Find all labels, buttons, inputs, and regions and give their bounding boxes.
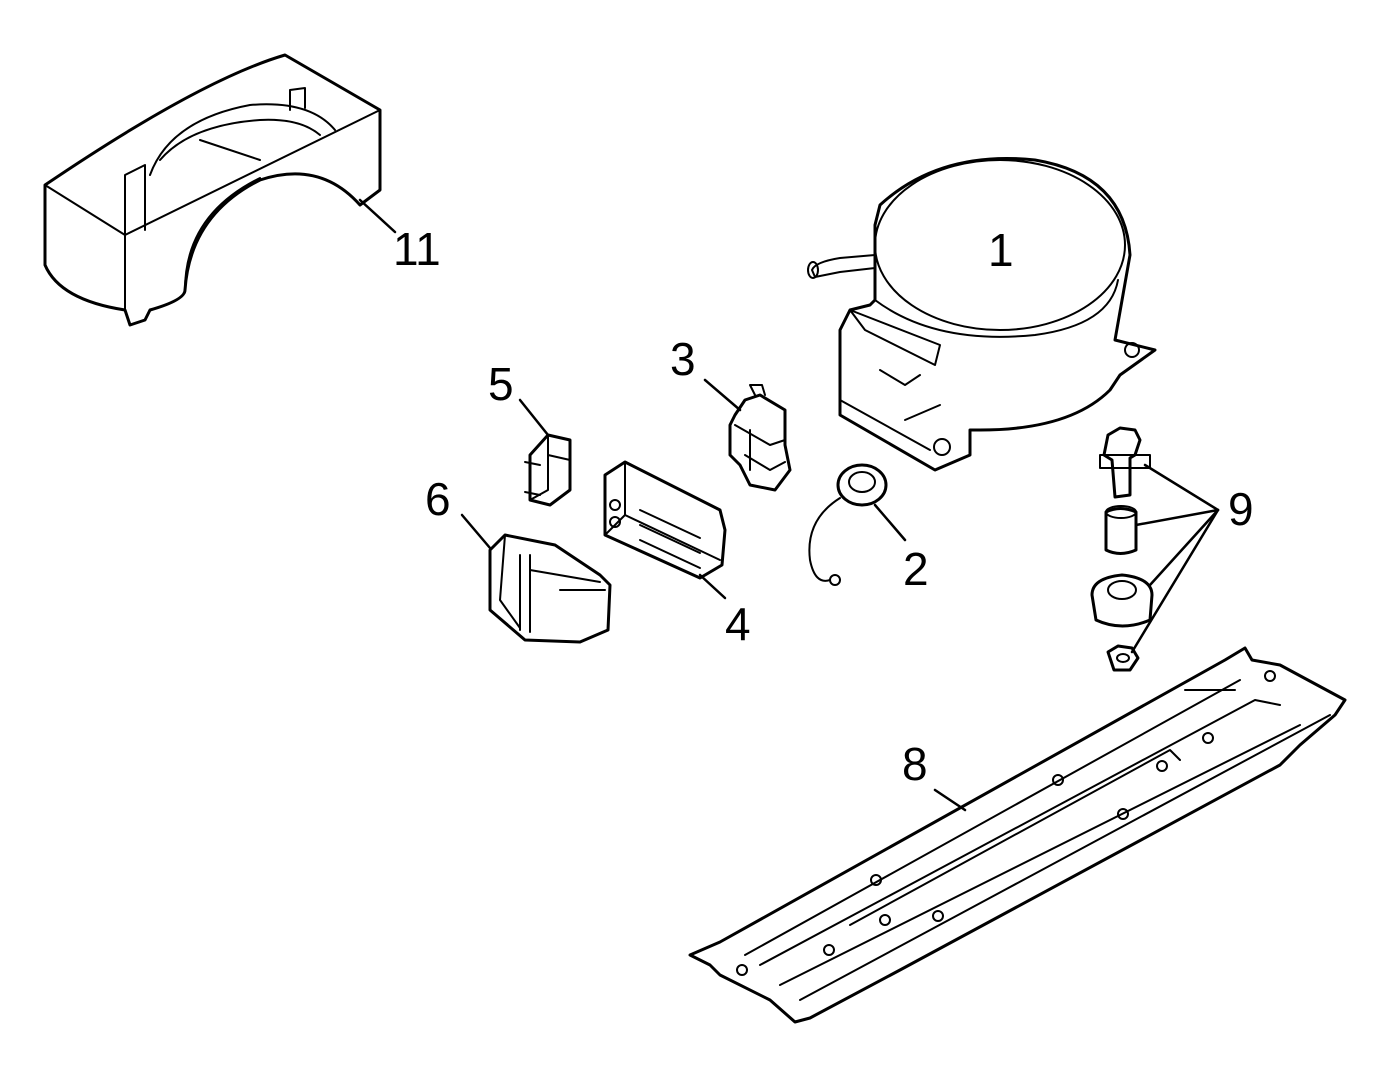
leader-lines (358, 198, 1220, 812)
leader-4 (698, 573, 727, 600)
label-part-3: 3 (670, 333, 696, 385)
label-part-6: 6 (425, 473, 451, 525)
leader-9a (1143, 463, 1220, 512)
leader-9b (1134, 508, 1220, 527)
leader-11 (358, 198, 397, 234)
leader-8 (933, 788, 967, 812)
part-8-base-rail (688, 646, 1347, 1024)
part-9-mounting-hardware (1090, 426, 1154, 672)
leader-2 (873, 503, 907, 542)
label-part-4: 4 (725, 598, 751, 650)
label-part-11: 11 (393, 223, 441, 275)
label-part-2: 2 (903, 543, 929, 595)
leader-5 (518, 398, 550, 437)
label-part-8: 8 (902, 738, 928, 790)
label-part-5: 5 (488, 358, 514, 410)
label-part-1: 1 (988, 224, 1014, 276)
part-1-compressor (807, 156, 1157, 472)
leader-9c (1148, 508, 1220, 587)
part-11-drain-pan (43, 53, 382, 327)
part-5-clip (524, 433, 572, 507)
part-6-cover (488, 533, 612, 644)
leader-3 (703, 378, 742, 412)
leader-9d (1130, 508, 1220, 654)
label-part-9: 9 (1228, 483, 1254, 535)
part-2-wire-plug (808, 463, 888, 586)
leader-6 (460, 513, 492, 550)
part-3-relay (728, 384, 792, 492)
part-4-terminal-cover (603, 460, 727, 580)
